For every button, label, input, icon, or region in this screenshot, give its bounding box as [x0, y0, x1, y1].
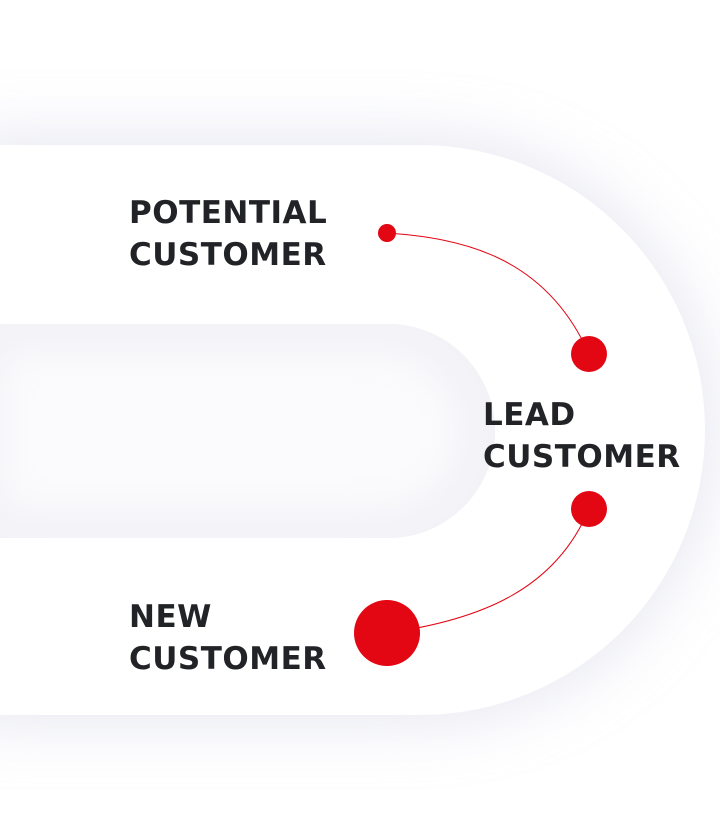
- u-track: [0, 145, 705, 715]
- lead-entry-dot: [571, 336, 607, 372]
- potential-customer-label-line2: CUSTOMER: [129, 237, 327, 273]
- new-customer-label: NEW CUSTOMER: [129, 596, 327, 680]
- lead-customer-label-line2: CUSTOMER: [483, 439, 681, 475]
- potential-customer-label: POTENTIAL CUSTOMER: [129, 192, 327, 276]
- connector-potential-to-lead: [386, 232, 590, 355]
- potential-customer-label-line1: POTENTIAL: [129, 195, 328, 231]
- potential-customer-dot: [378, 224, 396, 242]
- new-customer-label-line2: CUSTOMER: [129, 641, 327, 677]
- lead-exit-dot: [571, 491, 607, 527]
- new-customer-dot: [354, 600, 420, 666]
- connector-lead-to-new: [386, 508, 590, 634]
- track-inner-shade: [0, 350, 461, 512]
- new-customer-label-line1: NEW: [129, 599, 212, 635]
- lead-customer-label: LEAD CUSTOMER: [483, 394, 681, 478]
- lead-customer-label-line1: LEAD: [483, 397, 576, 433]
